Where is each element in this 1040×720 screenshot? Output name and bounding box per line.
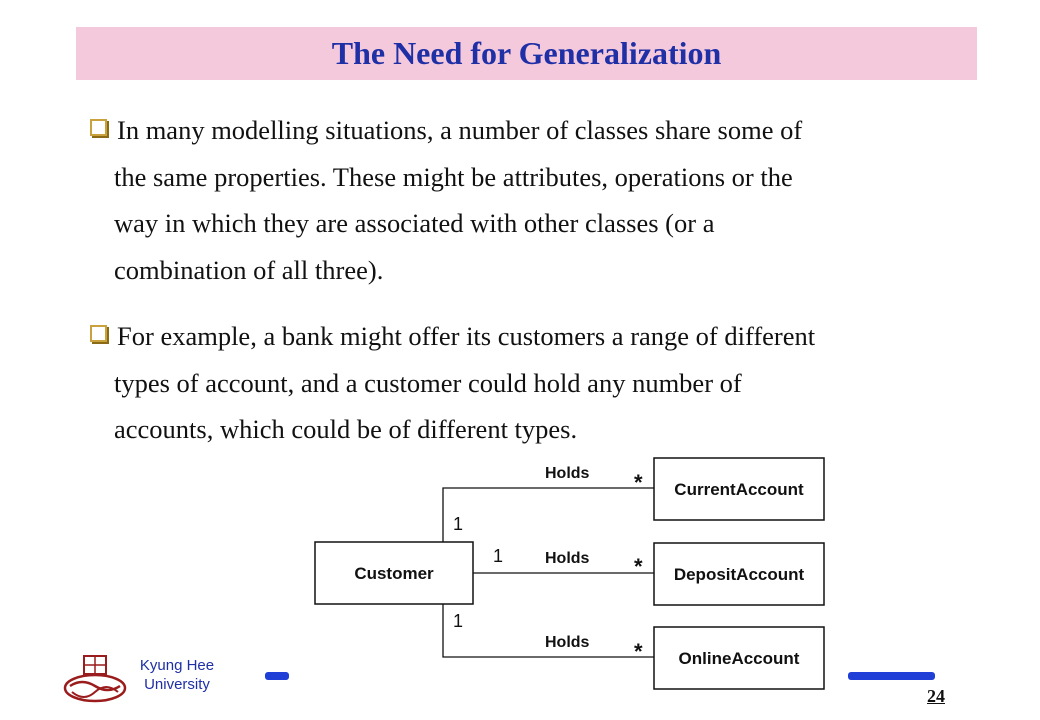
bullet-line: accounts, which could be of different ty… [114,414,578,444]
bullet-line: For example, a bank might offer its cust… [90,313,970,360]
bullet-line: combination of all three). [114,254,384,285]
slide-title: The Need for Generalization [331,35,722,71]
current-account-class-name: CurrentAccount [674,480,804,499]
university-name: Kyung Hee University [139,657,215,693]
online-account-class-box [653,626,825,690]
multiplicity-label: 1 [493,546,503,566]
multiplicity-label: * [634,470,643,495]
customer-class-name: Customer [354,564,434,583]
checkbox-bullet-icon [90,325,107,342]
bullet-bank-example: For example, a bank might offer its cust… [90,313,970,453]
association-label: Holds [545,550,590,567]
current-account-class-box [653,457,825,521]
footer-accent-bar [265,672,289,680]
university-emblem-icon [62,652,132,710]
bullet-line: the same properties. These might be attr… [114,161,793,192]
bullet-line: way in which they are associated with ot… [114,208,715,238]
page-number: 24 [927,686,945,706]
footer-accent-bar [848,672,935,680]
association-label: Holds [545,634,590,651]
association-line-current [442,487,654,542]
association-line-online [442,604,654,658]
association-label: Holds [545,465,590,482]
multiplicity-label: * [634,554,643,579]
multiplicity-label: * [634,639,643,664]
bullet-line: In many modelling situations, a number o… [90,107,970,154]
deposit-account-class-box [653,542,825,606]
multiplicity-label: 1 [453,611,463,631]
deposit-account-class-name: DepositAccount [674,565,805,584]
online-account-class-name: OnlineAccount [679,649,800,668]
multiplicity-label: 1 [453,514,463,534]
bullet-line: types of account, and a customer could h… [114,367,742,398]
bullet-generalization: In many modelling situations, a number o… [90,107,970,293]
title-bar: The Need for Generalization [76,27,977,80]
checkbox-bullet-icon [90,119,107,136]
